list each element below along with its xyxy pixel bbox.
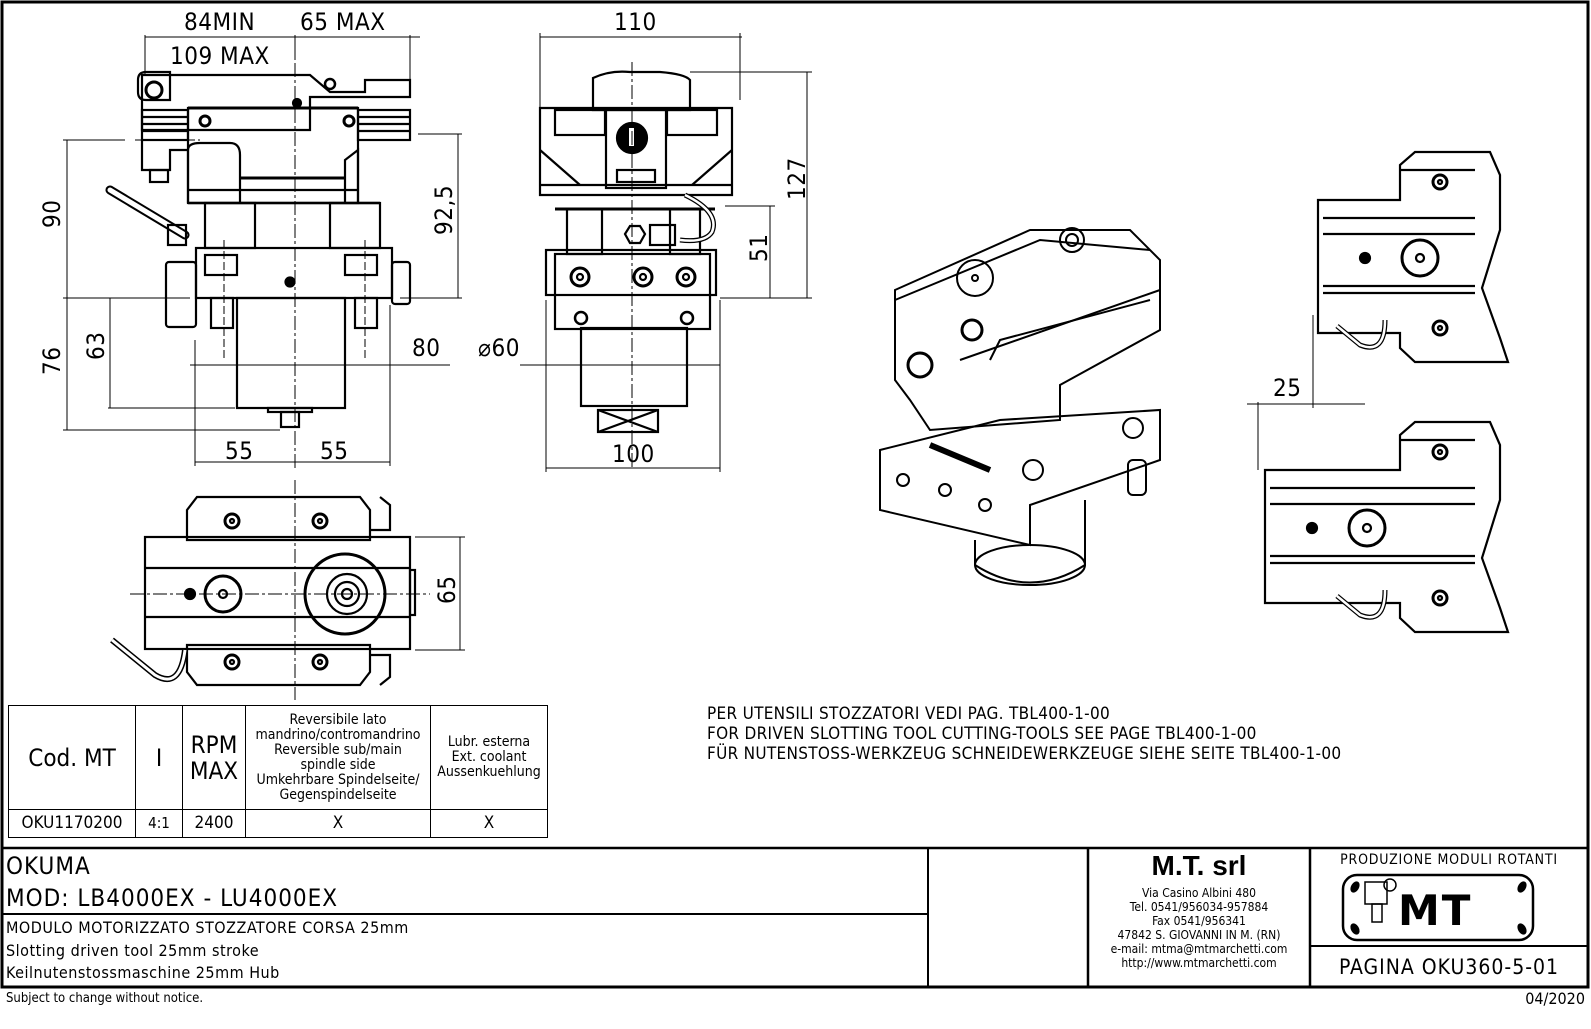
header-reversible-line: Umkehrbare Spindelseite/ xyxy=(256,771,420,788)
spec-table-header-row: Cod. MT I RPM MAX Reversibile lato mandr… xyxy=(8,705,548,810)
company-name: M.T. srl xyxy=(1151,850,1247,881)
header-reversible-line: Reversibile lato xyxy=(289,711,387,728)
machine-brand: OKUMA xyxy=(6,852,91,880)
header-reversible: Reversibile lato mandrino/contromandrino… xyxy=(245,705,431,810)
front-view-dimensions xyxy=(520,33,812,472)
dim-55-left: 55 xyxy=(225,437,253,465)
header-coolant: Lubr. esterna Ext. coolant Aussenkuehlun… xyxy=(430,705,548,810)
company-address-block: Via Casino Albini 480 Tel. 0541/956034-9… xyxy=(1088,886,1310,970)
company-email[interactable]: e-mail: mtma@mtmarchetti.com xyxy=(1110,942,1288,956)
production-label: PRODUZIONE MODULI ROTANTI xyxy=(1340,852,1558,868)
header-rpm-line1: RPM xyxy=(190,730,238,759)
dim-84min: 84MIN xyxy=(184,8,255,36)
top-view xyxy=(110,495,417,687)
dim-63: 63 xyxy=(82,332,110,360)
cutting-tools-notes: PER UTENSILI STOZZATORI VEDI PAG. TBL400… xyxy=(707,704,1341,764)
note-english: FOR DRIVEN SLOTTING TOOL CUTTING-TOOLS S… xyxy=(707,724,1257,744)
dim-109max: 109 MAX xyxy=(170,42,270,70)
cell-ratio: 4:1 xyxy=(135,809,183,838)
company-address: Via Casino Albini 480 xyxy=(1142,886,1256,900)
description-german: Keilnutenstossmaschine 25mm Hub xyxy=(6,963,280,982)
stroke-detail-top xyxy=(1316,150,1510,364)
note-italian: PER UTENSILI STOZZATORI VEDI PAG. TBL400… xyxy=(707,704,1111,724)
header-ratio: I xyxy=(135,705,183,810)
company-tel: Tel. 0541/956034-957884 xyxy=(1129,900,1269,914)
header-reversible-line: spindle side xyxy=(300,756,376,773)
dim-65max: 65 MAX xyxy=(300,8,386,36)
header-rpm-line2: MAX xyxy=(189,756,239,785)
revision-date: 04/2020 xyxy=(1525,989,1585,1008)
cell-coolant: X xyxy=(430,809,548,838)
dim-92-5: 92,5 xyxy=(430,185,458,235)
dim-76: 76 xyxy=(38,347,66,375)
top-view-dimensions xyxy=(130,480,465,700)
cell-rpm: 2400 xyxy=(182,809,246,838)
dim-55-right: 55 xyxy=(320,437,348,465)
header-coolant-line: Lubr. esterna xyxy=(447,734,531,750)
front-view xyxy=(538,70,734,434)
stroke-detail-bottom xyxy=(1263,420,1510,634)
cell-code: OKU1170200 xyxy=(8,809,136,838)
note-german: FÜR NUTENSTOSS-WERKZEUG SCHNEIDEWERKZEUG… xyxy=(707,744,1342,764)
header-reversible-line: Gegenspindelseite xyxy=(279,786,397,803)
company-website[interactable]: http://www.mtmarchetti.com xyxy=(1121,956,1277,970)
dim-diameter-60: ⌀60 xyxy=(478,334,520,362)
mt-logo: MT xyxy=(1341,873,1535,942)
logo-text: MT xyxy=(1398,886,1472,935)
disclaimer: Subject to change without notice. xyxy=(6,991,204,1006)
dim-100: 100 xyxy=(612,440,655,468)
stroke-dimension xyxy=(1247,315,1365,470)
dim-65-top-view: 65 xyxy=(433,576,461,604)
spec-table: Cod. MT I RPM MAX Reversibile lato mandr… xyxy=(8,705,548,838)
description-english: Slotting driven tool 25mm stroke xyxy=(6,941,260,960)
dim-127: 127 xyxy=(783,157,811,200)
header-rpm: RPM MAX xyxy=(182,705,246,810)
table-row: OKU1170200 4:1 2400 X X xyxy=(8,809,548,838)
header-reversible-line: Reversible sub/main xyxy=(274,741,402,758)
side-view xyxy=(105,70,412,429)
header-coolant-line: Aussenkuehlung xyxy=(437,764,541,780)
description-italian: MODULO MOTORIZZATO STOZZATORE CORSA 25mm xyxy=(6,918,409,937)
header-coolant-line: Ext. coolant xyxy=(451,749,527,765)
company-fax: Fax 0541/956341 xyxy=(1152,914,1246,928)
dim-25-stroke: 25 xyxy=(1273,374,1301,402)
title-block-frame xyxy=(2,846,1588,987)
sheet-border xyxy=(0,0,1590,989)
isometric-view xyxy=(879,227,1161,586)
dim-110: 110 xyxy=(614,8,657,36)
company-city: 47842 S. GIOVANNI IN M. (RN) xyxy=(1117,928,1281,942)
dim-80: 80 xyxy=(412,334,440,362)
page-code: PAGINA OKU360-5-01 xyxy=(1338,955,1560,979)
header-code: Cod. MT xyxy=(8,705,136,810)
side-view-dimensions xyxy=(63,35,462,470)
dim-90: 90 xyxy=(38,200,66,228)
dim-51: 51 xyxy=(745,234,773,262)
cell-reversible: X xyxy=(245,809,431,838)
header-reversible-line: mandrino/contromandrino xyxy=(255,726,421,743)
machine-model: MOD: LB4000EX - LU4000EX xyxy=(6,884,339,912)
